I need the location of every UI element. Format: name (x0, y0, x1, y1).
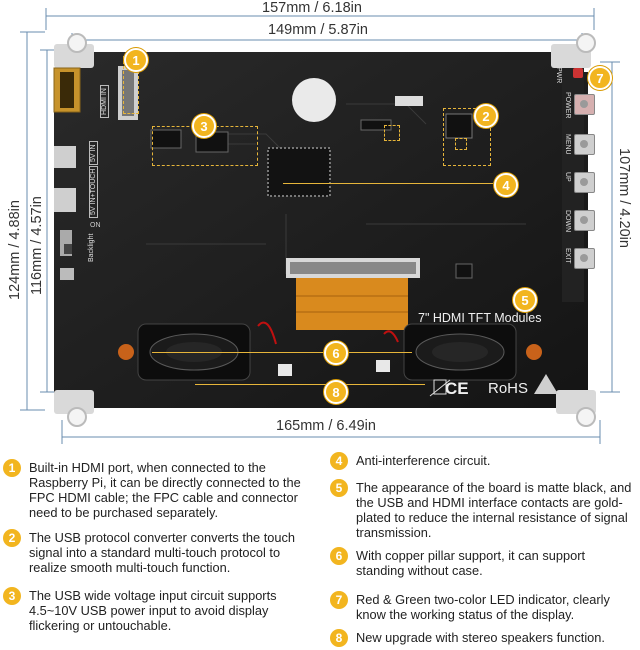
feature-text: The USB protocol converter converts the … (29, 530, 296, 575)
ce-mark: CE (445, 379, 469, 398)
badge-7: 7 (588, 66, 612, 90)
mount-hole-bottom-left (67, 407, 87, 427)
module-title: 7" HDMI TFT Modules (418, 311, 542, 325)
feature-item-8: 8 New upgrade with stereo speakers funct… (330, 629, 635, 647)
badge-4: 4 (494, 173, 518, 197)
feature-text: The appearance of the board is matte bla… (356, 480, 632, 540)
usb-touch-label: 5V IN+TOUCH (89, 165, 98, 218)
feature-number: 3 (3, 587, 21, 605)
backlight-label: Backlight (88, 233, 95, 262)
feature-number: 1 (3, 459, 21, 477)
hdmi-in-label: HDMI IN (100, 85, 109, 118)
mount-hole-top-left (67, 33, 87, 53)
feature-item-6: 6 With copper pillar support, it can sup… (330, 547, 635, 578)
badge-1: 1 (124, 48, 148, 72)
outer-width-label: 157mm / 6.18in (262, 0, 362, 16)
led-indicator (573, 68, 583, 78)
badge-6: 6 (324, 341, 348, 365)
feature-item-5: 5 The appearance of the board is matte b… (330, 479, 635, 540)
menu-button-label: MENU (564, 134, 571, 155)
badge-3: 3 (192, 114, 216, 138)
up-button[interactable] (574, 172, 595, 193)
feature-item-3: 3 The USB wide voltage input circuit sup… (3, 587, 303, 633)
up-button-label: UP (564, 172, 571, 182)
feature-text: With copper pillar support, it can suppo… (356, 548, 586, 578)
badge-5: 5 (513, 288, 537, 312)
feature-number: 4 (330, 452, 348, 470)
badge-2: 2 (474, 104, 498, 128)
badge-8: 8 (324, 380, 348, 404)
feature-item-2: 2 The USB protocol converter converts th… (3, 529, 303, 575)
usb-5v-label: 5V IN (89, 141, 98, 165)
feature-number: 5 (330, 479, 348, 497)
callout-box-2 (443, 108, 491, 166)
feature-text: Built-in HDMI port, when connected to th… (29, 460, 301, 520)
inner-height-label: 116mm / 4.57in (29, 196, 45, 295)
feature-number: 6 (330, 547, 348, 565)
callout-line-6 (152, 352, 412, 354)
power-button[interactable] (574, 94, 595, 115)
feature-item-4: 4 Anti-interference circuit. (330, 452, 635, 470)
feature-text: New upgrade with stereo speakers functio… (356, 630, 605, 645)
feature-number: 7 (330, 591, 348, 609)
callout-line-4 (283, 183, 493, 185)
exit-button-label: EXIT (564, 248, 571, 264)
feature-text: Anti-interference circuit. (356, 453, 491, 468)
bottom-width-label: 165mm / 6.49in (276, 418, 376, 434)
mount-hole-top-right (576, 33, 596, 53)
on-label: ON (90, 222, 101, 229)
down-button-label: DOWN (564, 210, 571, 233)
feature-item-7: 7 Red & Green two-color LED indicator, c… (330, 591, 635, 622)
feature-number: 2 (3, 529, 21, 547)
callout-box-4b (455, 138, 467, 150)
pcb-board (46, 44, 596, 414)
outer-height-label: 124mm / 4.88in (7, 200, 23, 300)
feature-item-1: 1 Built-in HDMI port, when connected to … (3, 459, 303, 520)
callout-box-4a (384, 125, 400, 141)
feature-number: 8 (330, 629, 348, 647)
power-button-label: POWER (564, 92, 571, 119)
feature-text: Red & Green two-color LED indicator, cle… (356, 592, 610, 622)
menu-button[interactable] (574, 134, 595, 155)
pwr-label: PWR (555, 67, 562, 84)
mount-hole-bottom-right (576, 407, 596, 427)
down-button[interactable] (574, 210, 595, 231)
rohs-mark: RoHS (488, 380, 529, 397)
exit-button[interactable] (574, 248, 595, 269)
feature-text: The USB wide voltage input circuit suppo… (29, 588, 277, 633)
inner-width-label: 149mm / 5.87in (268, 22, 368, 38)
callout-line-8 (195, 384, 425, 386)
right-height-label: 107mm / 4.20in (616, 148, 632, 248)
